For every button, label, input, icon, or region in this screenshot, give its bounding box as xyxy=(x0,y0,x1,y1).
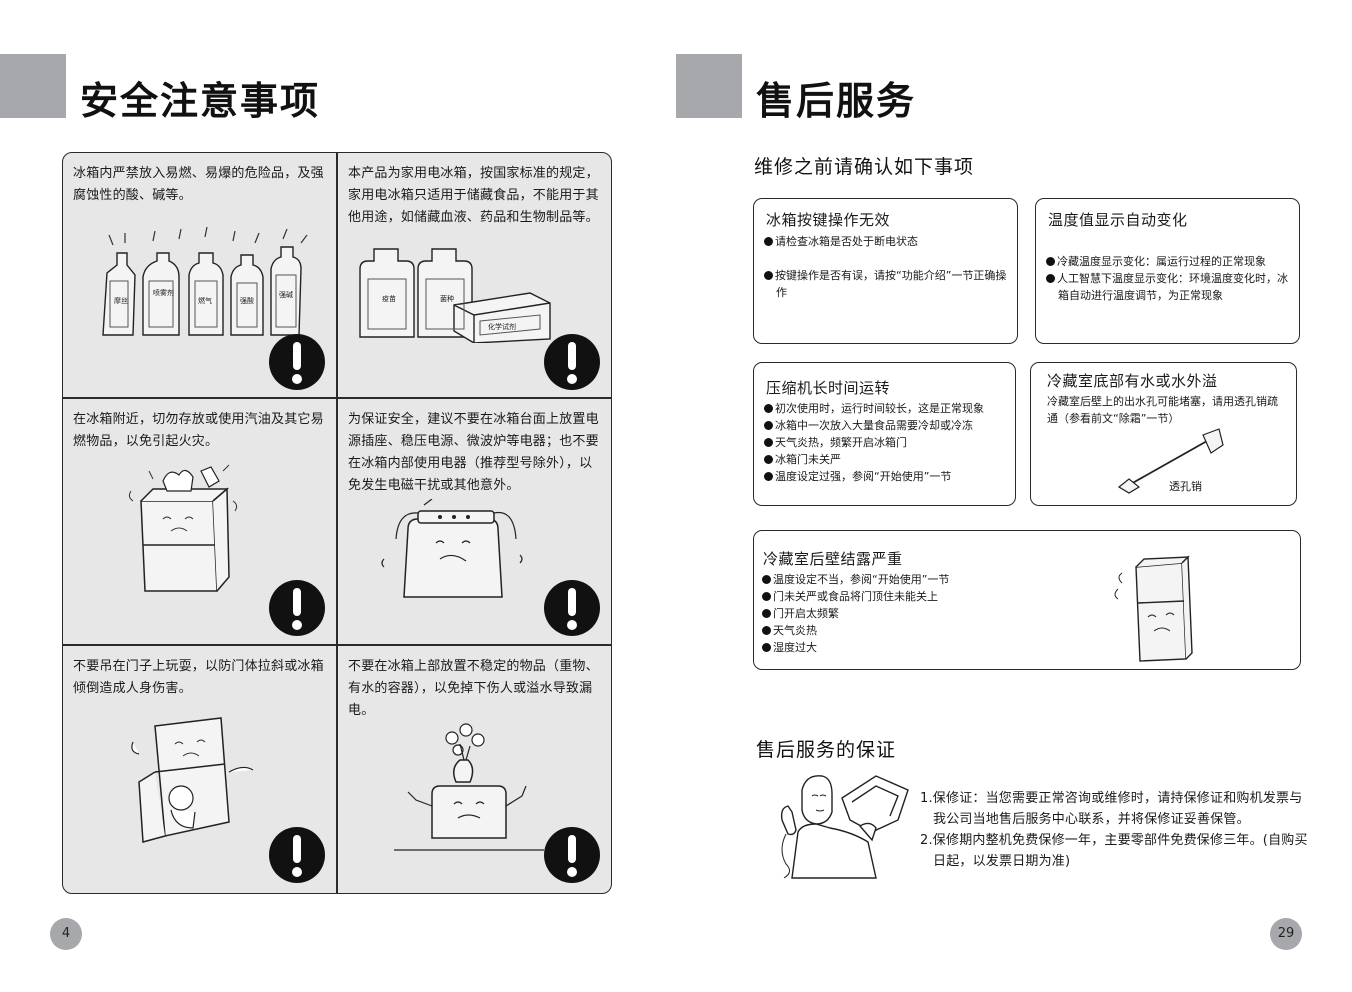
box-title: 冷藏室底部有水或水外溢 xyxy=(1047,372,1218,390)
list-item: 请检查冰箱是否处于断电状态 xyxy=(764,233,1009,250)
warranty-item: 1.保修证：当您需要正常咨询或维修时，请持保修证和购机发票与我公司当地售后服务中… xyxy=(920,791,1303,827)
list-item: 门未关严或食品将门顶住未能关上 xyxy=(762,588,1022,605)
right-page-title: 售后服务 xyxy=(756,79,917,123)
drain-pin-tool-illustration xyxy=(1117,428,1224,494)
fridge-with-flammables-illustration xyxy=(128,464,238,592)
child-on-fridge-door-illustration xyxy=(131,717,254,843)
bottle-label: 燃气 xyxy=(198,296,212,305)
list-item: 人工智慧下温度显示变化：环境温度变化时，冰箱自动进行温度调节，为正常现象 xyxy=(1046,270,1291,304)
cell-text: 在冰箱附近，切勿存放或使用汽油及其它易燃物品，以免引起火灾。 xyxy=(73,412,324,449)
right-page-number: 29 xyxy=(1270,918,1302,950)
left-page-title: 安全注意事项 xyxy=(80,79,321,123)
warning-exclamation-icon xyxy=(269,334,325,390)
safety-cell-flammables: 冰箱内严禁放入易燃、易爆的危险品，及强腐蚀性的酸、碱等。 摩丝 喷雾剂 燃气 xyxy=(63,153,336,399)
medical-supplies-illustration: 疫苗 菌种 化学试剂 xyxy=(359,248,551,343)
bottle-label: 喷雾剂 xyxy=(153,288,174,297)
cell-text: 本产品为家用电冰箱，按国家标准的规定，家用电冰箱只适用于储藏食品，不能用于其他用… xyxy=(348,166,599,225)
list-item: 湿度过大 xyxy=(762,639,1022,656)
troubleshoot-box-condensation: 冷藏室后壁结露严重 温度设定不当，参阅“开始使用”一节 门未关严或食品将门顶住未… xyxy=(753,530,1301,670)
troubleshoot-box-compressor: 压缩机长时间运转 初次使用时，运行时间较长，这是正常现象 冰箱中一次放入大量食品… xyxy=(753,362,1016,506)
bottle-label: 强酸 xyxy=(240,296,254,305)
cell-text: 不要吊在门子上玩耍，以防门体拉斜或冰箱倾倒造成人身伤害。 xyxy=(73,659,324,696)
safety-cell-hanging-on-door: 不要吊在门子上玩耍，以防门体拉斜或冰箱倾倒造成人身伤害。 xyxy=(63,646,336,892)
box-title: 冰箱按键操作无效 xyxy=(766,211,891,229)
warranty-item: 2.保修期内整机免费保修一年，主要零部件免费保修三年。(自购买日起，以发票日期为… xyxy=(920,833,1308,869)
box-label: 化学试剂 xyxy=(488,322,516,331)
hazardous-bottles-illustration: 摩丝 喷雾剂 燃气 强酸 强碱 xyxy=(102,226,308,336)
troubleshoot-box-water-leak: 冷藏室底部有水或水外溢 冷藏室后壁上的出水孔可能堵塞，请用透孔销疏通（参看前文“… xyxy=(1030,362,1297,506)
warning-exclamation-icon xyxy=(269,827,325,883)
warranty-section-title: 售后服务的保证 xyxy=(756,739,897,761)
box-title: 压缩机长时间运转 xyxy=(766,379,891,397)
bottle-label: 疫苗 xyxy=(382,294,396,303)
bottle-label: 菌种 xyxy=(440,294,454,303)
left-page-number: 4 xyxy=(50,918,82,950)
list-item: 天气炎热，频繁开启冰箱门 xyxy=(764,434,1009,451)
box-items: 温度设定不当，参阅“开始使用”一节 门未关严或食品将门顶住未能关上 门开启太频繁… xyxy=(762,571,1022,656)
list-item: 初次使用时，运行时间较长，这是正常现象 xyxy=(764,400,1009,417)
man-on-phone-illustration xyxy=(780,775,909,879)
box-items: 请检查冰箱是否处于断电状态 按键操作是否有误，请按“功能介绍”一节正确操作 xyxy=(764,233,1009,301)
bottle-label: 摩丝 xyxy=(114,296,128,305)
cell-text: 不要在冰箱上部放置不稳定的物品（重物、有水的容器），以免掉下伤人或溢水导致漏电。 xyxy=(348,659,599,718)
list-item: 冷藏温度显示变化：属运行过程的正常现象 xyxy=(1046,253,1291,270)
left-header-tab xyxy=(0,54,66,118)
troubleshoot-box-buttons: 冰箱按键操作无效 请检查冰箱是否处于断电状态 按键操作是否有误，请按“功能介绍”… xyxy=(753,198,1018,344)
cell-text: 为保证安全，建议不要在冰箱台面上放置电源插座、稳压电源、微波炉等电器；也不要在冰… xyxy=(348,412,599,493)
safety-cell-food-only: 本产品为家用电冰箱，按国家标准的规定，家用电冰箱只适用于储藏食品，不能用于其他用… xyxy=(338,153,611,399)
cell-text: 冰箱内严禁放入易燃、易爆的危险品，及强腐蚀性的酸、碱等。 xyxy=(73,166,324,203)
list-item: 温度设定不当，参阅“开始使用”一节 xyxy=(762,571,1022,588)
list-item: 按键操作是否有误，请按“功能介绍”一节正确操作 xyxy=(764,267,1009,301)
safety-cell-electrical: 为保证安全，建议不要在冰箱台面上放置电源插座、稳压电源、微波炉等电器；也不要在冰… xyxy=(338,399,611,645)
list-item: 冰箱门未关严 xyxy=(764,451,1009,468)
list-item: 冰箱中一次放入大量食品需要冷却或冷冻 xyxy=(764,417,1009,434)
list-item: 天气炎热 xyxy=(762,622,1022,639)
box-items: 冷藏温度显示变化：属运行过程的正常现象 人工智慧下温度显示变化：环境温度变化时，… xyxy=(1046,253,1291,304)
warranty-terms: 1.保修证：当您需要正常咨询或维修时，请持保修证和购机发票与我公司当地售后服务中… xyxy=(920,788,1310,872)
bottle-label: 强碱 xyxy=(279,291,293,299)
safety-grid: 冰箱内严禁放入易燃、易爆的危险品，及强腐蚀性的酸、碱等。 摩丝 喷雾剂 燃气 xyxy=(62,152,612,894)
warning-exclamation-icon xyxy=(544,334,600,390)
troubleshoot-box-temp-display: 温度值显示自动变化 冷藏温度显示变化：属运行过程的正常现象 人工智慧下温度显示变… xyxy=(1035,198,1300,344)
list-item: 温度设定过强，参阅“开始使用”一节 xyxy=(764,468,1009,485)
right-header-tab xyxy=(676,54,742,118)
warning-exclamation-icon xyxy=(269,580,325,636)
warning-exclamation-icon xyxy=(544,827,600,883)
box-items: 初次使用时，运行时间较长，这是正常现象 冰箱中一次放入大量食品需要冷却或冷冻 天… xyxy=(764,400,1009,485)
sad-fridge-illustration xyxy=(1114,555,1193,662)
fridge-with-power-strip-illustration xyxy=(381,499,523,598)
tool-label: 透孔销 xyxy=(1169,480,1202,493)
box-text: 冷藏室后壁上的出水孔可能堵塞，请用透孔销疏通（参看前文“除霜”一节） xyxy=(1047,395,1278,425)
list-item: 门开启太频繁 xyxy=(762,605,1022,622)
pre-repair-checklist-title: 维修之前请确认如下事项 xyxy=(754,156,975,178)
fridge-with-vase-illustration xyxy=(394,723,544,851)
warning-exclamation-icon xyxy=(544,580,600,636)
box-title: 冷藏室后壁结露严重 xyxy=(763,550,903,568)
safety-cell-unstable-objects: 不要在冰箱上部放置不稳定的物品（重物、有水的容器），以免掉下伤人或溢水导致漏电。 xyxy=(338,646,611,892)
safety-cell-gasoline: 在冰箱附近，切勿存放或使用汽油及其它易燃物品，以免引起火灾。 xyxy=(63,399,336,645)
box-title: 温度值显示自动变化 xyxy=(1048,211,1188,229)
